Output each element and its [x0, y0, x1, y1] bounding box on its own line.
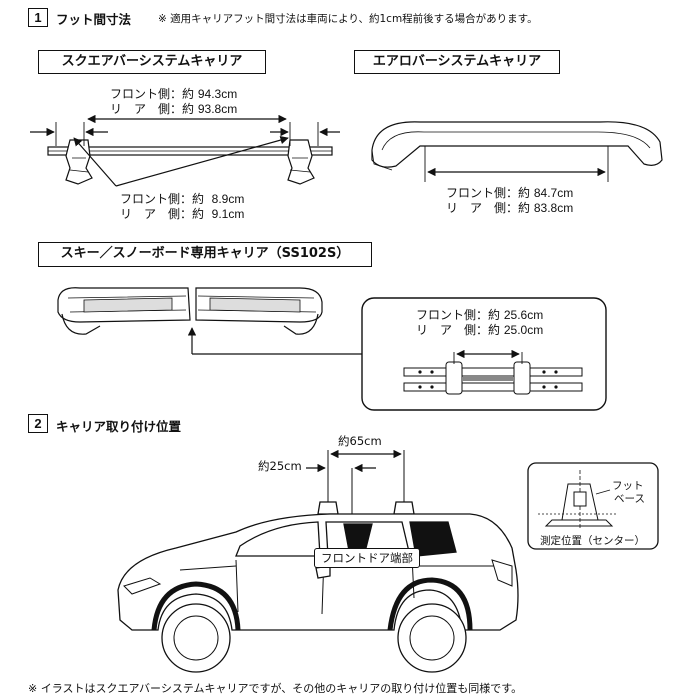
square-bar-title: スクエアバーシステムキャリア [38, 50, 266, 74]
section-2-title: キャリア取り付け位置 [56, 419, 182, 434]
aero-measurement: フロント側：約 84.7cm リ ア 側：約 83.8cm [446, 186, 574, 215]
ski-carrier-illustration [57, 287, 323, 335]
aero-bar-title: エアロバーシステムキャリア [354, 50, 560, 74]
measurement-position-label: 測定位置（センター） [540, 535, 645, 547]
ski-carrier-title: スキー／スノーボード専用キャリア（SS102S） [38, 242, 372, 267]
square-outer-measurement: フロント側：約 94.3cm リ ア 側：約 93.8cm [110, 87, 238, 116]
foot-base-detail [527, 462, 659, 550]
section-1-number: 1 [28, 8, 48, 27]
foot-label: フット [612, 480, 644, 492]
dimension-65cm-label: 約65cm [338, 434, 382, 448]
footer-note: ※ イラストはスクエアバーシステムキャリアですが、その他のキャリアの取り付け位置… [28, 682, 523, 695]
square-bar-illustration [47, 122, 333, 185]
base-label: ベース [614, 493, 645, 505]
front-door-edge-label: フロントドア端部 [314, 548, 420, 568]
section-2-number: 2 [28, 414, 48, 433]
section-1-note: ※ 適用キャリアフット間寸法は車両により、約1cm程前後する場合があります。 [158, 13, 538, 25]
ski-measurement: フロント側：約 25.6cm リ ア 側：約 25.0cm [416, 308, 544, 337]
dimension-25cm-label: 約25cm [258, 459, 302, 473]
car-illustration [117, 501, 519, 673]
ski-detail-rail [403, 352, 583, 395]
section-1-title: フット間寸法 [56, 12, 132, 27]
aero-bar-illustration [371, 121, 663, 182]
square-inner-measurement: フロント側：約 8.9cm リ ア 側：約 9.1cm [120, 192, 245, 221]
